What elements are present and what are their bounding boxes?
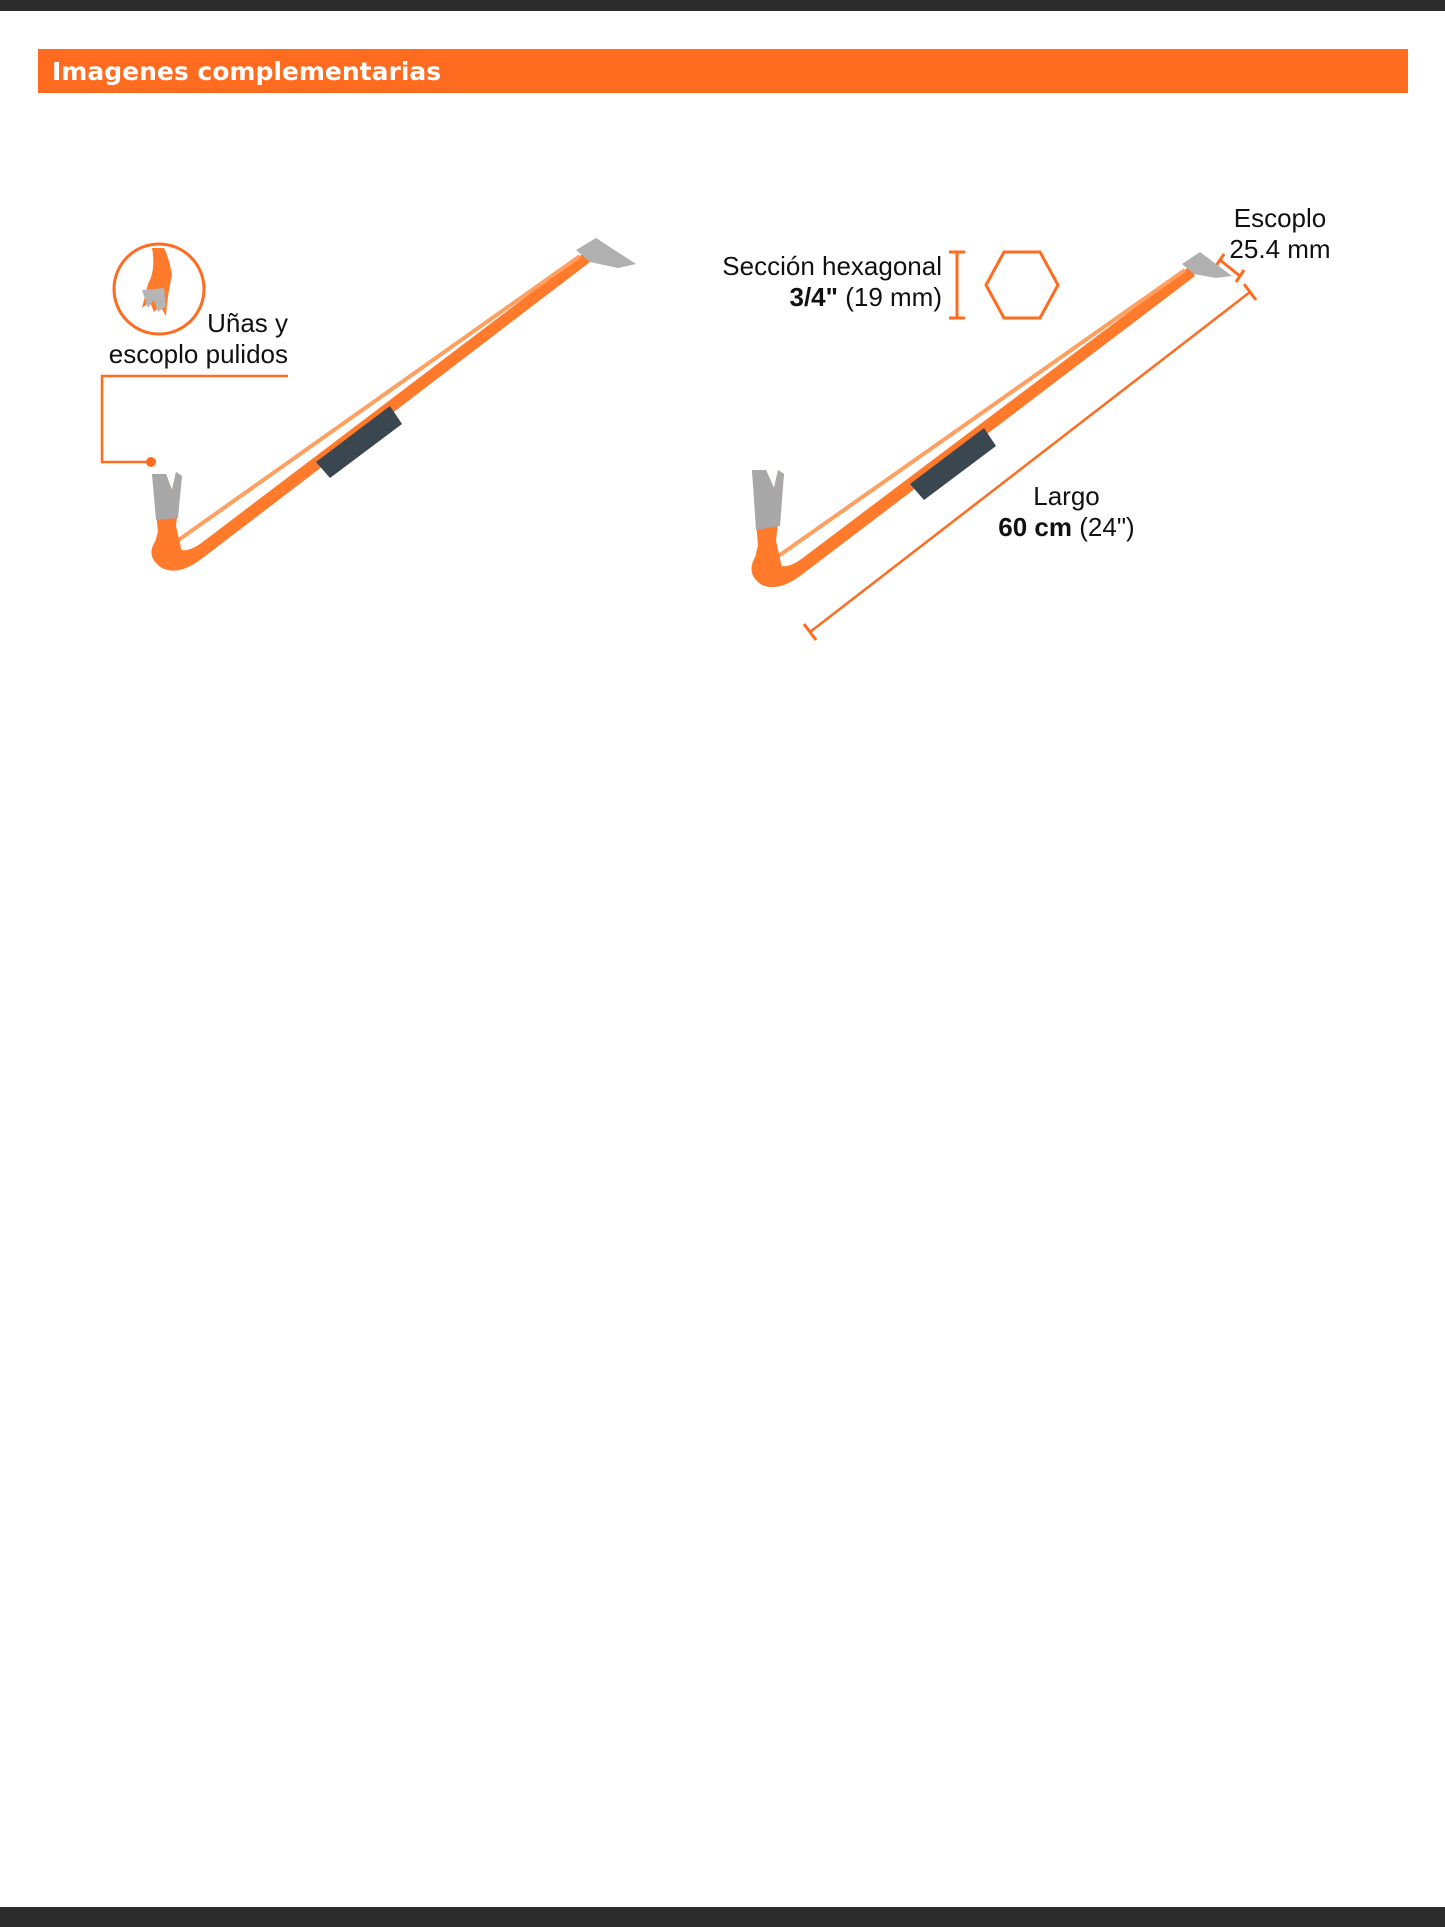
section-header: Imagenes complementarias — [38, 49, 1408, 93]
length-dimension-label: Largo 60 cm (24") — [980, 481, 1153, 543]
length-title: Largo — [1033, 481, 1100, 511]
length-size: 60 cm (24") — [980, 512, 1153, 543]
product-figure-dimensions: Sección hexagonal 3/4" (19 mm) Escoplo 2… — [700, 180, 1360, 660]
pry-bar-illustration — [100, 238, 636, 571]
polished-callout-label: Uñas y escoplo pulidos — [90, 308, 288, 370]
chisel-size: 25.4 mm — [1229, 234, 1331, 264]
callout-line-2: escoplo pulidos — [108, 339, 288, 369]
hex-size-mm: (19 mm) — [845, 282, 942, 312]
callout-line-1: Uñas y — [207, 308, 288, 338]
section-title: Imagenes complementarias — [52, 56, 442, 86]
length-inches: (24") — [1079, 512, 1135, 542]
length-cm: 60 cm — [998, 512, 1073, 542]
product-figure-polished: Uñas y escoplo pulidos — [90, 180, 650, 660]
chisel-dimension-label: Escoplo 25.4 mm — [1220, 203, 1340, 265]
hex-size-inches: 3/4" — [789, 282, 838, 312]
bottom-bar — [0, 1907, 1445, 1927]
hex-section-title: Sección hexagonal — [722, 251, 942, 281]
top-bar — [0, 0, 1445, 11]
chisel-title: Escoplo — [1233, 203, 1327, 233]
hex-section-label: Sección hexagonal 3/4" (19 mm) — [720, 251, 942, 313]
dimensioned-bar-illustration — [751, 250, 1258, 641]
hex-section-size: 3/4" (19 mm) — [720, 282, 943, 313]
